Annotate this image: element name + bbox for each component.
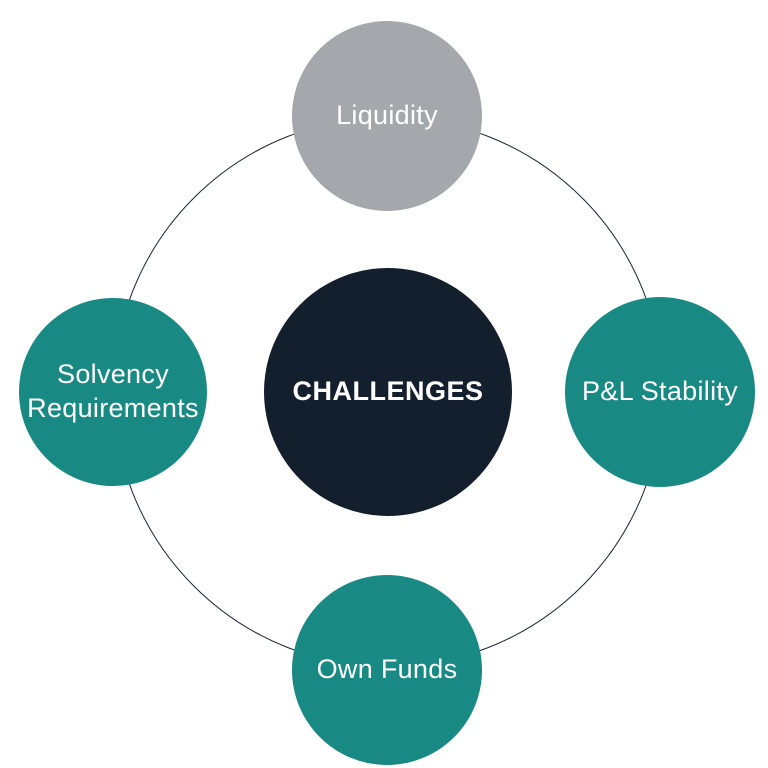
node-challenges-center: CHALLENGES bbox=[264, 268, 512, 516]
node-pl-stability-label: P&L Stability bbox=[582, 376, 738, 407]
node-solvency-requirements-label: Solvency Requirements bbox=[27, 359, 199, 423]
node-own-funds: Own Funds bbox=[292, 575, 482, 765]
node-liquidity: Liquidity bbox=[292, 21, 482, 211]
node-pl-stability: P&L Stability bbox=[565, 297, 755, 487]
node-solvency-requirements: Solvency Requirements bbox=[19, 298, 207, 486]
node-challenges-label: CHALLENGES bbox=[292, 376, 484, 407]
node-liquidity-label: Liquidity bbox=[336, 100, 438, 131]
node-own-funds-label: Own Funds bbox=[316, 654, 458, 685]
